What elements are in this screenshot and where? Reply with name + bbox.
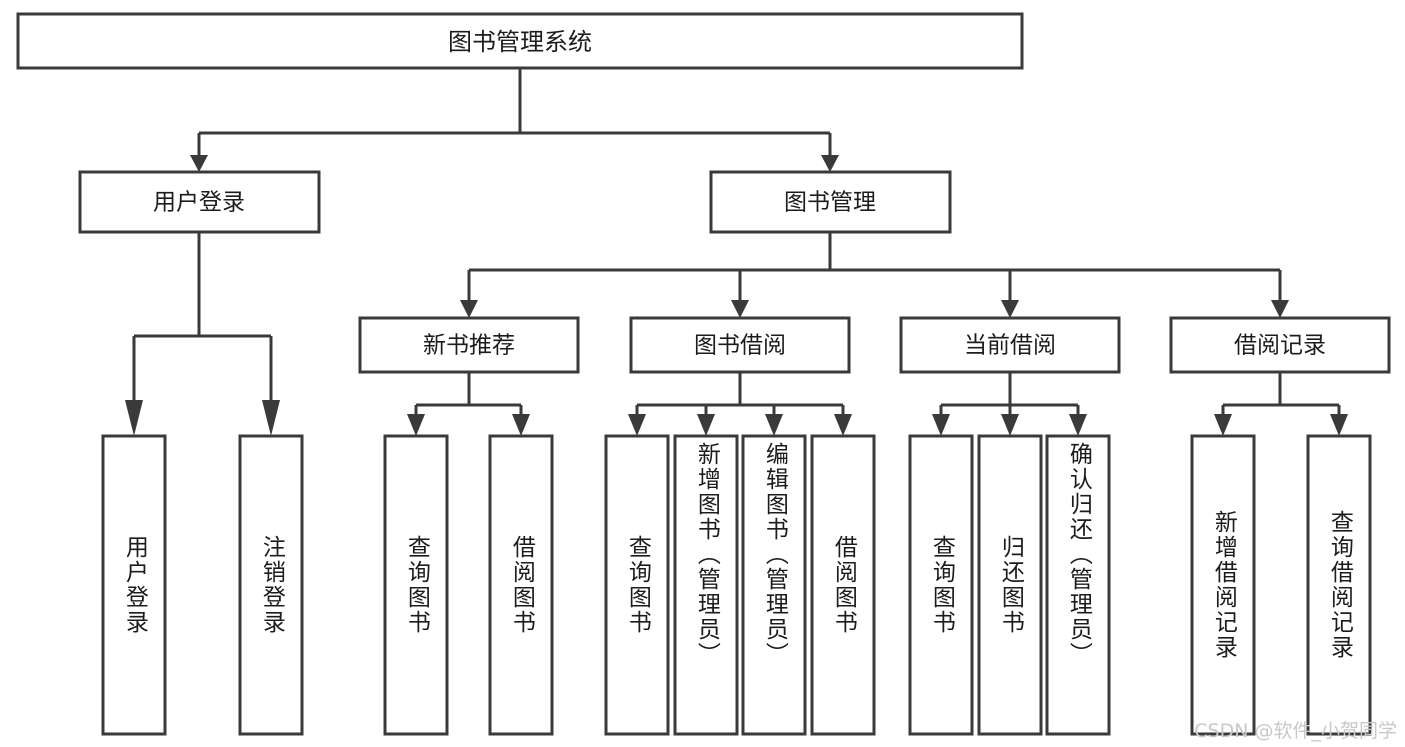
node-root-label: 图书管理系统 (448, 28, 592, 56)
arrowhead-book-mgmt (821, 155, 839, 172)
arrowhead-leaf-book-borrow-1 (628, 414, 646, 436)
arrowhead-leaf-current-borrow-2 (1001, 414, 1019, 436)
node-book-borrow-label: 图书借阅 (694, 333, 786, 359)
node-book-management-box[interactable] (709, 170, 952, 234)
arrowhead-leaf-borrow-record-1 (1214, 414, 1232, 436)
node-new-book-recommend-label: 新书推荐 (423, 333, 515, 359)
connectors-user-login-to-leaves (125, 232, 280, 436)
node-root[interactable]: 图书管理系统 (16, 12, 1024, 70)
leaf-boxes-new-book (383, 434, 554, 736)
leaf-box-new-book-1[interactable] (383, 434, 449, 736)
leaf-box-current-borrow-3[interactable] (1045, 434, 1111, 736)
connectors-book-mgmt-to-level3 (460, 232, 1289, 318)
arrowhead-leaf-user-login-1 (125, 400, 143, 436)
leaf-box-user-login-1[interactable] (101, 434, 167, 736)
node-new-book-recommend-box[interactable] (358, 316, 580, 374)
node-book-borrow[interactable]: 图书借阅 (629, 316, 851, 374)
node-borrow-record-box[interactable] (1169, 316, 1391, 374)
leaf-boxes-borrow-record (1190, 434, 1372, 736)
leaf-box-new-book-2[interactable] (488, 434, 554, 736)
arrowhead-leaf-current-borrow-1 (932, 414, 950, 436)
arrowhead-leaf-borrow-record-2 (1330, 414, 1348, 436)
connectors-root-to-level2 (190, 68, 839, 172)
leaf-box-book-borrow-2[interactable] (673, 434, 739, 736)
arrowhead-leaf-new-book-1 (407, 414, 425, 436)
node-user-login[interactable]: 用户登录 (78, 170, 321, 234)
node-current-borrow-box[interactable] (899, 316, 1121, 374)
node-borrow-record-label: 借阅记录 (1234, 333, 1326, 359)
arrowhead-leaf-user-login-2 (262, 400, 280, 436)
node-current-borrow[interactable]: 当前借阅 (899, 316, 1121, 374)
arrowhead-current-borrow (1001, 300, 1019, 318)
arrowhead-new-book (460, 300, 478, 318)
leaf-box-book-borrow-4[interactable] (810, 434, 876, 736)
leaf-boxes-book-borrow (604, 434, 876, 736)
leaf-box-borrow-record-1[interactable] (1190, 434, 1256, 736)
node-book-borrow-box[interactable] (629, 316, 851, 374)
arrowhead-borrow-record (1271, 300, 1289, 318)
arrowhead-user-login (190, 155, 208, 172)
arrowhead-book-borrow (731, 300, 749, 318)
leaf-box-book-borrow-1[interactable] (604, 434, 670, 736)
leaf-box-current-borrow-1[interactable] (908, 434, 974, 736)
node-root-box[interactable] (16, 12, 1024, 70)
leaf-boxes-user-login (101, 434, 304, 736)
node-book-management-label: 图书管理 (784, 190, 876, 216)
arrowhead-leaf-book-borrow-2 (697, 414, 715, 436)
leaf-boxes-current-borrow (908, 434, 1111, 736)
connectors-new-book-to-leaves (407, 372, 530, 436)
node-user-login-box[interactable] (78, 170, 321, 234)
connectors-borrow-record-to-leaves (1214, 372, 1348, 436)
leaf-box-book-borrow-3[interactable] (741, 434, 807, 736)
node-current-borrow-label: 当前借阅 (964, 333, 1056, 359)
node-user-login-label: 用户登录 (153, 190, 245, 216)
leaf-box-current-borrow-2[interactable] (977, 434, 1043, 736)
node-new-book-recommend[interactable]: 新书推荐 (358, 316, 580, 374)
leaf-box-user-login-2[interactable] (238, 434, 304, 736)
leaf-box-borrow-record-2[interactable] (1306, 434, 1372, 736)
arrowhead-leaf-current-borrow-3 (1069, 414, 1087, 436)
connectors-current-borrow-to-leaves (932, 372, 1087, 436)
arrowhead-leaf-book-borrow-4 (834, 414, 852, 436)
arrowhead-leaf-new-book-2 (512, 414, 530, 436)
node-borrow-record[interactable]: 借阅记录 (1169, 316, 1391, 374)
arrowhead-leaf-book-borrow-3 (765, 414, 783, 436)
node-book-management[interactable]: 图书管理 (709, 170, 952, 234)
connectors-book-borrow-to-leaves (628, 372, 852, 436)
